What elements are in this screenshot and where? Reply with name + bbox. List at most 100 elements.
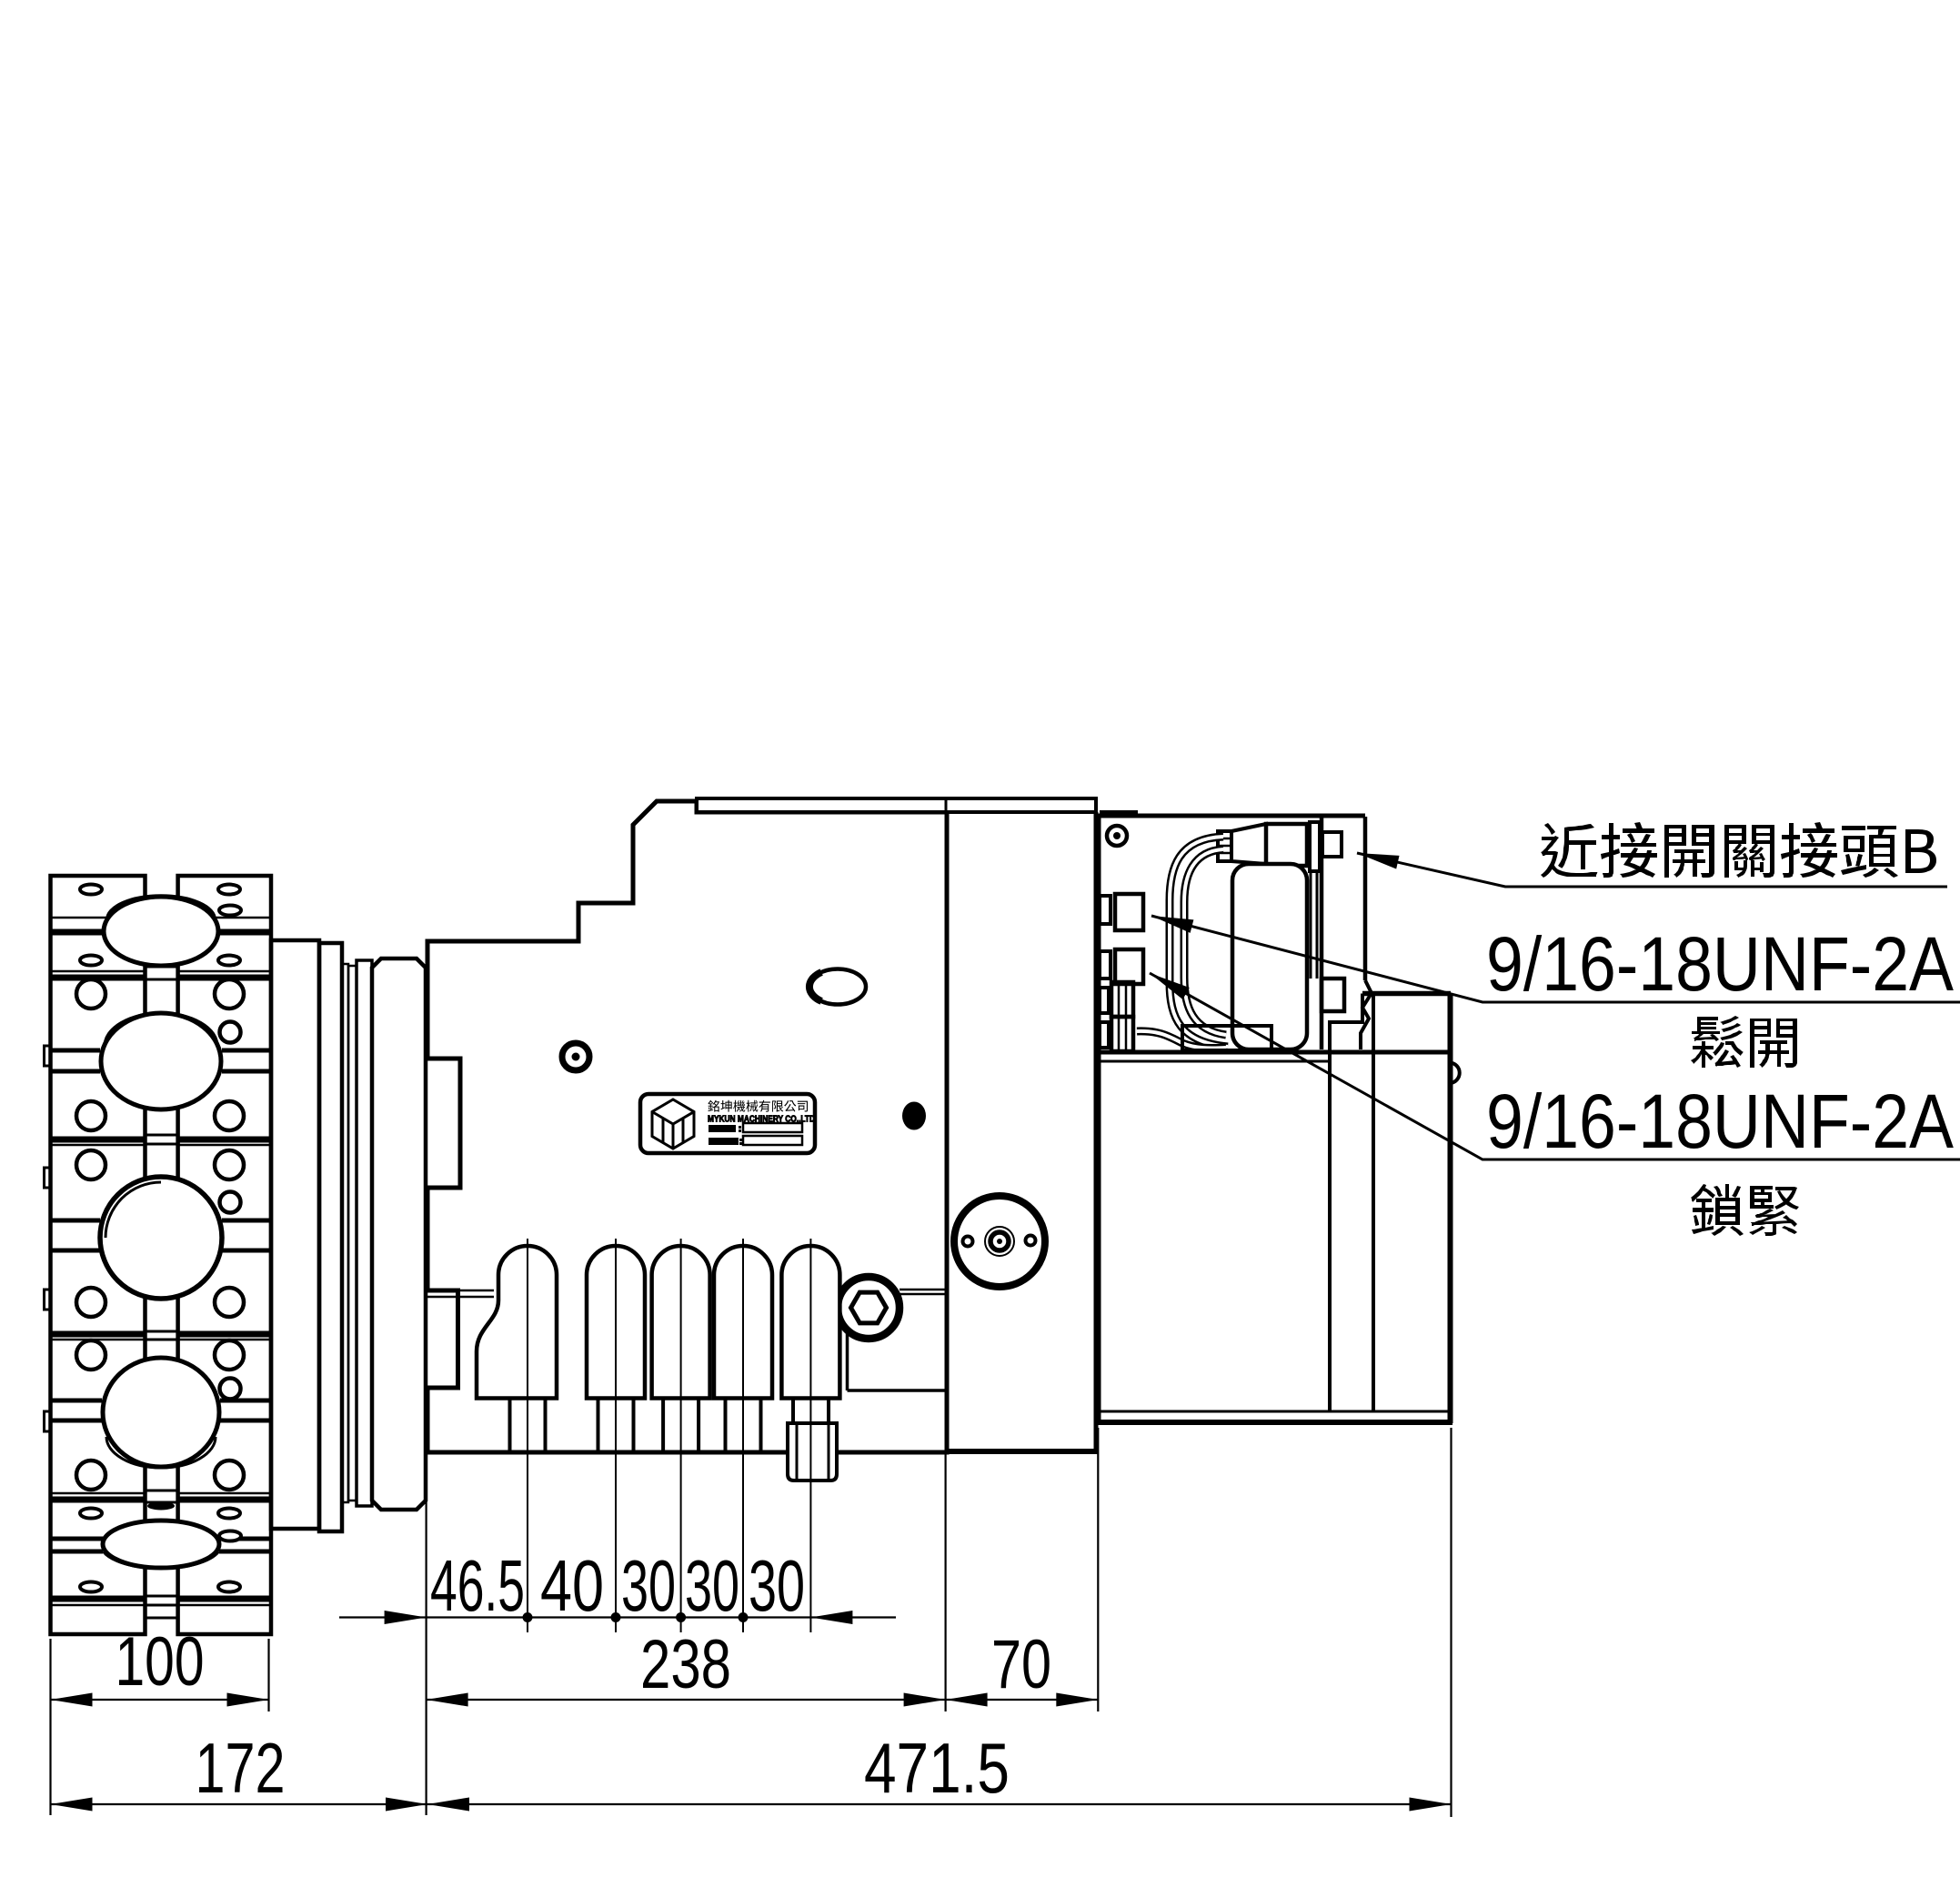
connector-plate xyxy=(1308,820,1322,873)
bolt-hole xyxy=(216,1506,242,1521)
sensor-cables xyxy=(1136,832,1229,1052)
round-hole xyxy=(212,1458,246,1492)
tool-pocket-4 xyxy=(100,1355,222,1470)
nameplate-field-box-1 xyxy=(741,1121,804,1134)
tool-pocket-2-bore xyxy=(103,1011,219,1047)
finger-1 xyxy=(474,1243,559,1400)
dim-arrow xyxy=(386,1797,427,1812)
motor-cap-step xyxy=(1328,993,1364,1052)
disc-bolt-holes xyxy=(78,882,243,1594)
dim-text-pitch-4: 30 xyxy=(685,1545,739,1626)
callout-release-glyphs xyxy=(1691,1016,1797,1068)
pin-dot xyxy=(902,1101,926,1130)
disc-round-holes xyxy=(74,977,246,1492)
port-release-collar xyxy=(1098,894,1112,926)
tool-pocket-2 xyxy=(98,1010,224,1112)
bolt-hole xyxy=(216,1580,242,1594)
round-hole xyxy=(212,1148,246,1182)
dim-arrow xyxy=(226,1692,269,1707)
body-washer-bolt-center xyxy=(571,1052,580,1061)
logo-cube xyxy=(650,1098,696,1150)
dim-arrow xyxy=(1056,1692,1099,1707)
dim-text-pitch-1: 46.5 xyxy=(430,1545,525,1626)
flange-rings xyxy=(268,938,428,1534)
dim-dot xyxy=(522,1612,533,1622)
round-hole xyxy=(74,1458,108,1492)
round-hole xyxy=(74,1285,108,1320)
fitting-4-threads xyxy=(1117,1017,1128,1051)
dim-text-pitch-5: 30 xyxy=(749,1545,805,1626)
lift-hole-shade xyxy=(806,969,823,1005)
dim-arrow xyxy=(426,1692,468,1707)
hex-socket xyxy=(848,1290,890,1326)
nameplate-field-label-1 xyxy=(709,1125,736,1132)
tool-pocket-1 xyxy=(101,894,221,969)
dim-text-rear-length: 70 xyxy=(991,1626,1051,1703)
dim-text-disc-width: 100 xyxy=(116,1623,205,1701)
bolt-hole xyxy=(216,953,242,968)
tool-pocket-3-bore xyxy=(104,1180,162,1239)
leader-lock xyxy=(1149,971,1960,1161)
cable-1-core xyxy=(1168,835,1229,1049)
body-step-lines xyxy=(845,1333,947,1392)
dim-row-bottom: 172 471.5 xyxy=(50,1728,1452,1812)
dim-dots xyxy=(522,1612,749,1622)
dim-arrow xyxy=(903,1692,946,1707)
round-hole xyxy=(74,977,108,1011)
callout-proximity-glyphs xyxy=(1541,822,1936,878)
bolt-hole xyxy=(217,1529,243,1543)
leader-release xyxy=(1151,914,1960,1004)
drawing-root: MYKUN MACHINERY CO.,LTD xyxy=(43,797,1960,1817)
dim-arrow xyxy=(50,1797,93,1812)
bolt-hole xyxy=(78,882,104,897)
bolt-hole xyxy=(216,882,242,897)
dim-text-body-length: 238 xyxy=(640,1626,731,1703)
dim-arrow xyxy=(427,1797,469,1812)
round-hole-small xyxy=(217,1189,243,1215)
top-plate xyxy=(695,797,1098,814)
rear-port-hub xyxy=(988,1230,1011,1253)
cable-1-outer xyxy=(1165,832,1229,1051)
dim-arrow xyxy=(50,1692,93,1707)
nameplate-field-label-2 xyxy=(709,1138,739,1145)
connector-nut xyxy=(1321,830,1343,858)
dim-text-total-length: 471.5 xyxy=(864,1728,1010,1808)
round-hole xyxy=(212,977,246,1011)
nameplate-company-zh xyxy=(708,1099,809,1112)
dim-arrow xyxy=(945,1692,988,1707)
bracket-rails xyxy=(1309,871,1319,979)
rear-port-hub-ring xyxy=(984,1226,1015,1257)
fitting-4-collar xyxy=(1098,1020,1111,1049)
port-release-nut xyxy=(1112,891,1146,933)
round-hole xyxy=(74,1148,108,1182)
flange-ring-b xyxy=(317,940,345,1534)
dim-arrow xyxy=(384,1611,427,1624)
enclosure-washer xyxy=(1104,823,1130,848)
dim-dot xyxy=(738,1612,749,1622)
tool-pocket-1-bore xyxy=(106,894,216,920)
callout-release-caption xyxy=(1691,1016,1797,1068)
round-hole xyxy=(74,1099,108,1133)
dim-text-front-overhang: 172 xyxy=(196,1728,286,1808)
round-hole xyxy=(212,1099,246,1133)
extension-lines xyxy=(49,1428,1452,1817)
bolt-hole xyxy=(217,903,243,918)
callout-lock-thread: 9/16-18UNF-2A xyxy=(1486,1079,1954,1164)
callout-lock-caption xyxy=(1691,1184,1799,1236)
bolt-hole xyxy=(78,1506,104,1521)
body-seam-left xyxy=(427,1289,494,1299)
dim-text-pitch-2: 40 xyxy=(540,1545,604,1626)
nameplate-colons xyxy=(739,1126,742,1145)
disc-separators-thin xyxy=(50,916,271,1607)
rear-port-hole-left xyxy=(960,1234,975,1249)
dim-text-pitch-3: 30 xyxy=(621,1545,676,1626)
port-lock-collar xyxy=(1098,949,1112,980)
disc-edge-tabs xyxy=(43,1044,51,1433)
nameplate: MYKUN MACHINERY CO.,LTD xyxy=(638,1091,818,1156)
callout-texts: 9/16-18UNF-2A 9/16-18UNF-2A xyxy=(1486,822,1954,1236)
callout-proximity-connector xyxy=(1541,822,1936,878)
dim-row-pitch: 46.5 40 30 30 30 xyxy=(339,1545,896,1626)
enclosure-washer-dot xyxy=(1113,832,1121,839)
drain-bolt xyxy=(786,1421,839,1482)
fitting-3-threads xyxy=(1117,982,1128,1017)
